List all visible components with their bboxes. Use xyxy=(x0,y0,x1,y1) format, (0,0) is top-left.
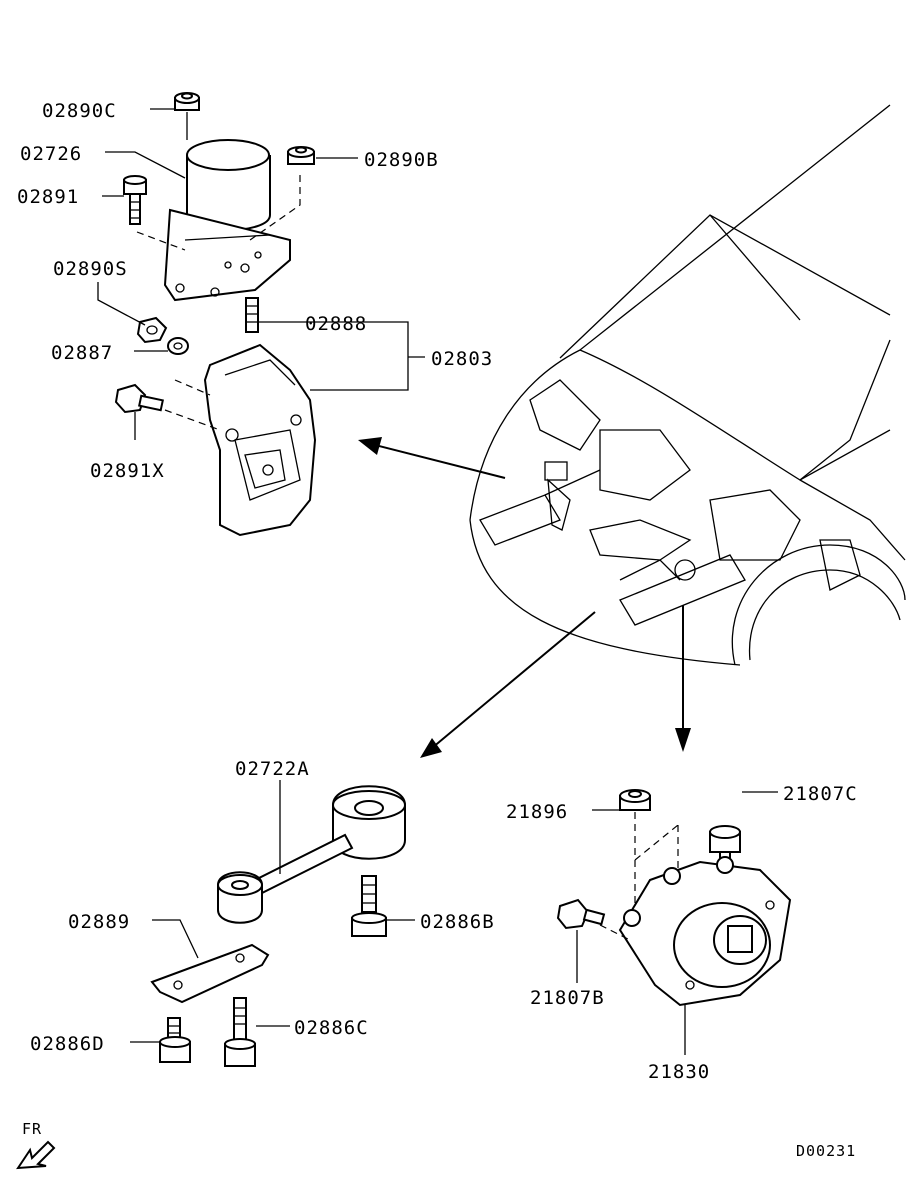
transmission-mount-assembly xyxy=(556,789,792,1007)
direction-arrows xyxy=(358,437,691,758)
label-02722a: 02722A xyxy=(235,758,310,780)
label-21807c: 21807C xyxy=(783,783,858,805)
bolt-02891-icon xyxy=(123,175,147,225)
nut-02890s-icon xyxy=(136,316,168,344)
mount-bracket-02803-icon xyxy=(164,343,317,537)
bracket-02889-icon xyxy=(150,943,270,1004)
nut-02890c-icon xyxy=(174,92,200,140)
stud-02888-icon xyxy=(245,297,259,333)
part-labels: 02890C 02726 02890B 02891 02890S 02888 0… xyxy=(17,100,858,1083)
label-02886c: 02886C xyxy=(294,1017,369,1039)
nut-21896-icon xyxy=(619,789,679,905)
label-02887: 02887 xyxy=(51,342,113,364)
mount-21830-icon xyxy=(618,856,792,1007)
label-02888: 02888 xyxy=(305,313,367,335)
label-02891: 02891 xyxy=(17,186,79,208)
front-arrow-icon xyxy=(16,1140,56,1170)
front-direction-indicator: FR xyxy=(16,1120,56,1170)
label-02891x: 02891X xyxy=(90,460,165,482)
label-21830: 21830 xyxy=(648,1061,710,1083)
fr-label: FR xyxy=(22,1120,42,1138)
label-02886b: 02886B xyxy=(420,911,495,933)
torque-rod-assembly xyxy=(150,785,406,1067)
nut-02890b-icon xyxy=(287,146,315,165)
upper-engine-mount-assembly xyxy=(114,92,317,537)
bolt-21807c-icon xyxy=(709,825,741,879)
label-02890c: 02890C xyxy=(42,100,117,122)
label-02889: 02889 xyxy=(68,911,130,933)
label-02890s: 02890S xyxy=(53,258,128,280)
bolt-02886b-icon xyxy=(351,875,387,937)
diagram-code: D00231 xyxy=(796,1142,856,1160)
car-body-illustration xyxy=(469,104,906,666)
label-02890b: 02890B xyxy=(364,149,439,171)
leader-lines xyxy=(97,108,778,1055)
label-02726: 02726 xyxy=(20,143,82,165)
label-21807b: 21807B xyxy=(530,987,605,1009)
bolt-02886d-icon xyxy=(159,1017,191,1063)
bolt-02891x-icon xyxy=(114,383,164,440)
label-21896: 21896 xyxy=(506,801,568,823)
label-02886d: 02886D xyxy=(30,1033,105,1055)
washer-02887-icon xyxy=(167,337,189,355)
label-02803: 02803 xyxy=(431,348,493,370)
bolt-21807b-icon xyxy=(556,898,631,941)
torque-rod-02722a-icon xyxy=(217,785,406,924)
bolt-02886c-icon xyxy=(224,997,256,1067)
engine-mount-insulator-icon xyxy=(136,139,301,302)
